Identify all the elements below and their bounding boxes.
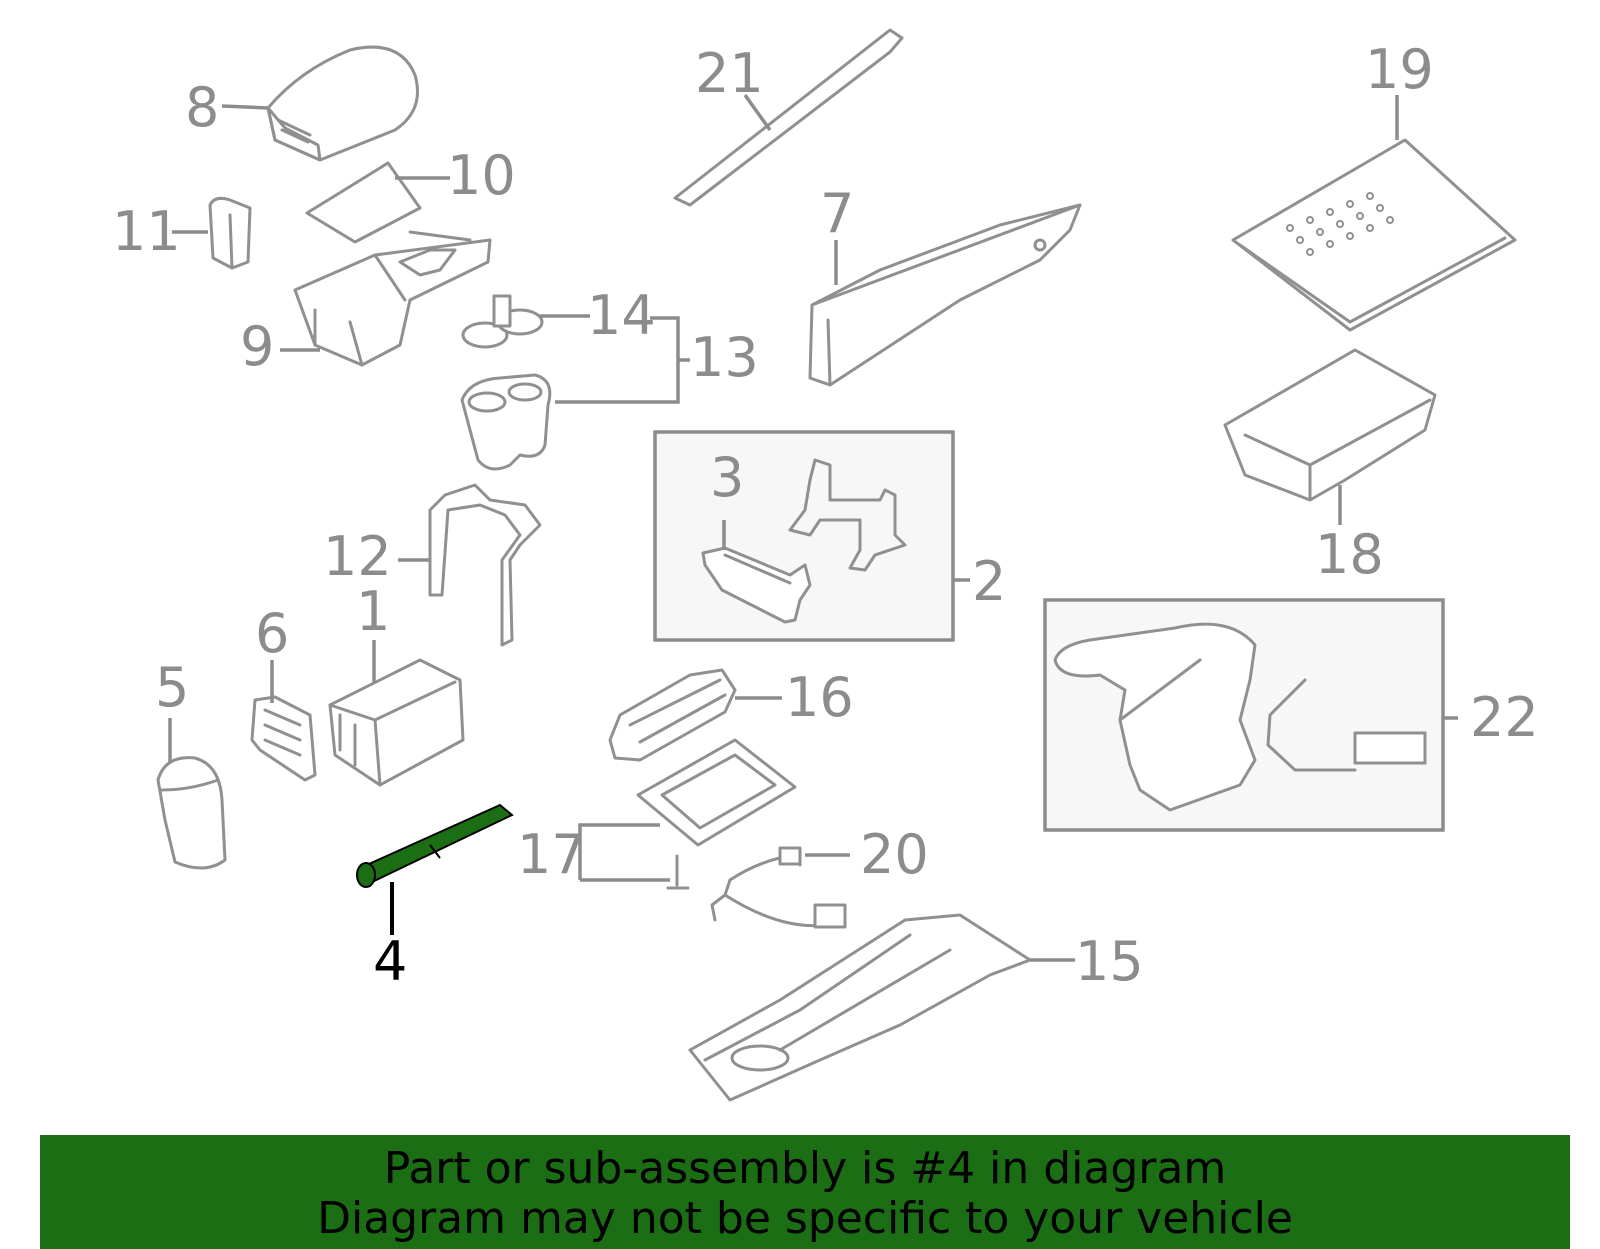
callout-15[interactable]: 15 (1075, 930, 1144, 993)
callout-10[interactable]: 10 (447, 144, 516, 207)
callout-13[interactable]: 13 (690, 326, 759, 389)
part-11-clip[interactable] (208, 196, 252, 270)
callout-3[interactable]: 3 (710, 446, 744, 509)
part-17-screw[interactable] (666, 854, 690, 890)
part-17-bezel[interactable] (636, 738, 797, 847)
callout-2[interactable]: 2 (972, 550, 1006, 613)
part-13-cupholder[interactable] (460, 373, 552, 471)
part-2-bracket-frame[interactable] (788, 458, 907, 572)
part-12-bracket[interactable] (428, 483, 542, 647)
callout-9[interactable]: 9 (240, 315, 274, 378)
part-10-pad[interactable] (305, 161, 422, 244)
inset-box-2 (653, 430, 955, 642)
part-22-brake-lever[interactable] (1053, 622, 1427, 812)
callout-19[interactable]: 19 (1365, 38, 1434, 101)
callout-20[interactable]: 20 (860, 823, 929, 886)
callout-11[interactable]: 11 (112, 200, 181, 263)
part-4-trim-strip[interactable] (356, 803, 514, 888)
callout-22[interactable]: 22 (1470, 686, 1539, 749)
callout-6[interactable]: 6 (255, 602, 289, 665)
callout-4[interactable]: 4 (373, 930, 407, 993)
part-14-cupholder-insert[interactable] (461, 294, 544, 349)
part-5-shift-knob[interactable] (156, 756, 227, 870)
banner-line-2: Diagram may not be specific to your vehi… (317, 1193, 1293, 1244)
callout-18[interactable]: 18 (1315, 523, 1384, 586)
part-7-side-panel[interactable] (808, 203, 1082, 387)
part-18-tray[interactable] (1223, 348, 1437, 502)
part-16-switch-panel[interactable] (608, 668, 737, 762)
part-21-trim-strip[interactable] (673, 28, 904, 207)
callout-labels: 8 10 11 9 14 13 12 1 6 5 4 21 7 19 18 3 … (112, 38, 1539, 993)
part-3-bracket[interactable] (701, 546, 812, 624)
callout-8[interactable]: 8 (185, 76, 219, 139)
part-9-storage-bin[interactable] (293, 230, 492, 367)
part-15-console-base[interactable] (688, 913, 1032, 1102)
leaders (168, 93, 1458, 962)
callout-1[interactable]: 1 (356, 580, 390, 643)
parts-diagram: 8 10 11 9 14 13 12 1 6 5 4 21 7 19 18 3 … (112, 28, 1539, 1102)
callout-5[interactable]: 5 (155, 656, 189, 719)
callout-16[interactable]: 16 (785, 666, 854, 729)
part-8-armrest-lid[interactable] (266, 45, 419, 162)
callout-17[interactable]: 17 (517, 823, 586, 886)
callout-21[interactable]: 21 (695, 42, 764, 105)
callout-12[interactable]: 12 (323, 525, 392, 588)
banner-line-1: Part or sub-assembly is #4 in diagram (383, 1143, 1227, 1194)
info-banner: Part or sub-assembly is #4 in diagram Di… (40, 1135, 1570, 1249)
part-19-tray-mat[interactable] (1231, 138, 1517, 332)
callout-14[interactable]: 14 (587, 284, 656, 347)
part-20-harness[interactable] (710, 846, 847, 929)
part-1-lower-bin[interactable] (328, 658, 465, 787)
part-6-bracket-plate[interactable] (250, 695, 317, 782)
callout-7[interactable]: 7 (820, 182, 854, 245)
